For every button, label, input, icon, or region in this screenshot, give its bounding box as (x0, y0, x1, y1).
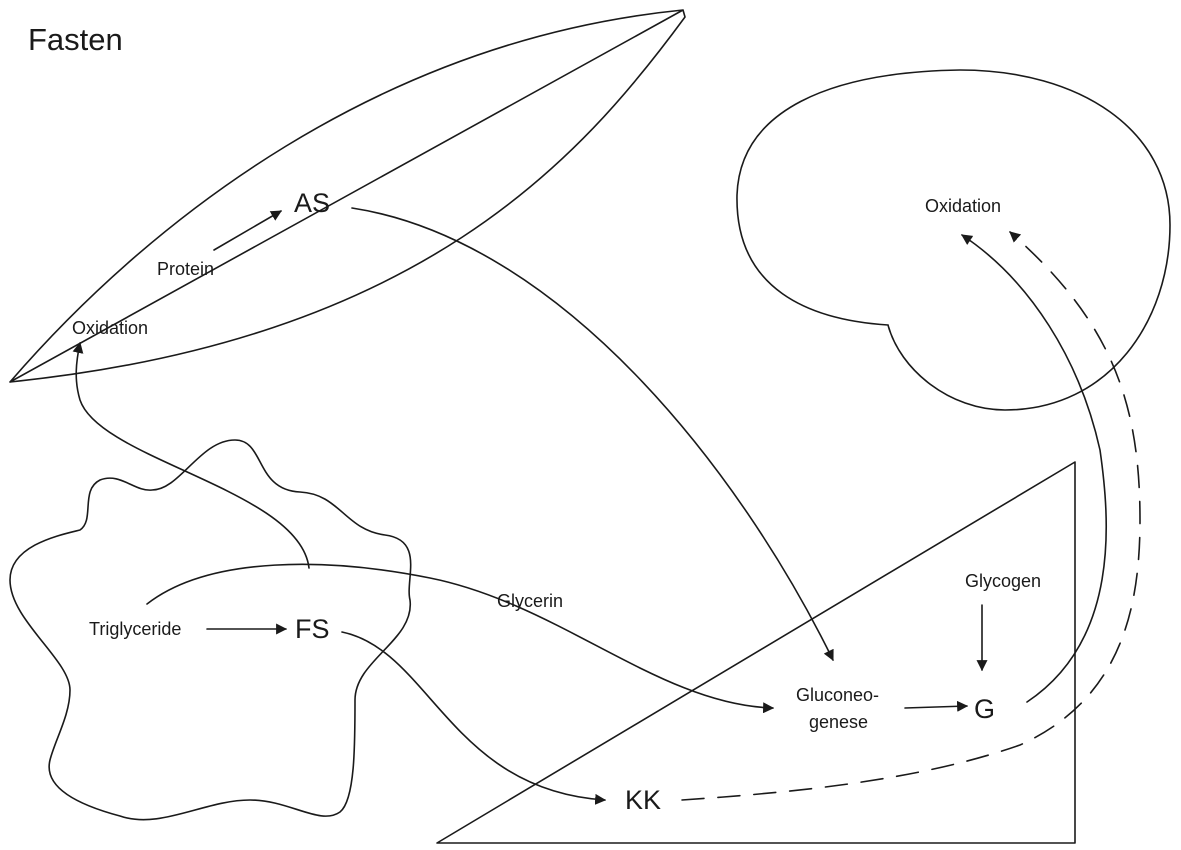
label-kk: KK (625, 785, 661, 815)
label-muscle-oxidation: Oxidation (72, 318, 148, 338)
brain-shape (736, 69, 1171, 411)
diagram-title: Fasten (28, 22, 123, 57)
label-fs: FS (295, 614, 330, 644)
liver-shape (436, 461, 1076, 844)
gluconeogenese-to-g-arrow (904, 700, 969, 712)
label-protein: Protein (157, 259, 214, 279)
label-gluconeogenese-line2: genese (809, 712, 868, 732)
label-as: AS (294, 188, 330, 218)
muscle-shape (9, 9, 686, 383)
label-gluconeogenese-line1: Gluconeo- (796, 685, 879, 705)
kk-to-brain-oxidation-dashed-arrow (681, 231, 1141, 801)
adipose-tissue-shape (9, 439, 412, 821)
label-triglyceride: Triglyceride (89, 619, 181, 639)
as-to-gluconeogenese-arrow (351, 207, 834, 661)
g-to-brain-oxidation-arrow (961, 234, 1107, 703)
fs-to-muscle-oxidation-arrow (72, 341, 310, 569)
glycerin-to-gluconeogenese-arrow (146, 563, 775, 714)
label-brain-oxidation: Oxidation (925, 196, 1001, 216)
fs-to-kk-arrow (341, 631, 607, 805)
label-glycogen: Glycogen (965, 571, 1041, 591)
label-glycerin: Glycerin (497, 591, 563, 611)
protein-to-as-arrow (213, 210, 282, 251)
label-g: G (974, 694, 995, 724)
